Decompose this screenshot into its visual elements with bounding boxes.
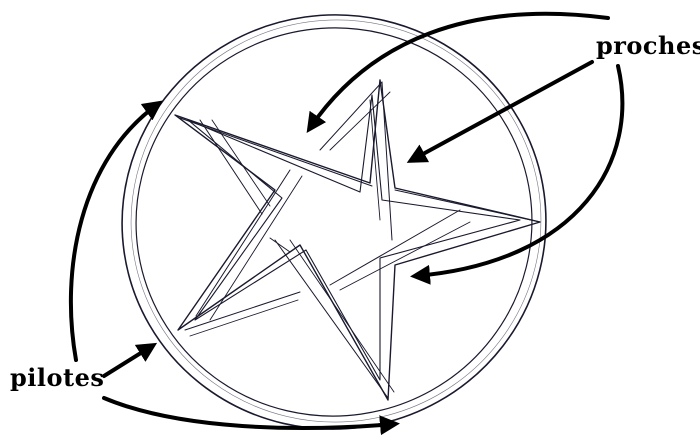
arrows-pilotes — [71, 104, 394, 428]
label-proches: proches — [596, 34, 700, 58]
arrow-pilotes-to-top-left — [71, 104, 158, 360]
label-pilotes: pilotes — [10, 366, 104, 390]
arrows-proches — [310, 14, 622, 276]
arrow-pilotes-to-left — [104, 346, 152, 376]
arrow-proches-to-right-point — [416, 66, 622, 276]
arrow-proches-to-inner — [412, 62, 592, 160]
pentagram-star — [175, 80, 540, 400]
circle-outline — [95, 0, 572, 441]
